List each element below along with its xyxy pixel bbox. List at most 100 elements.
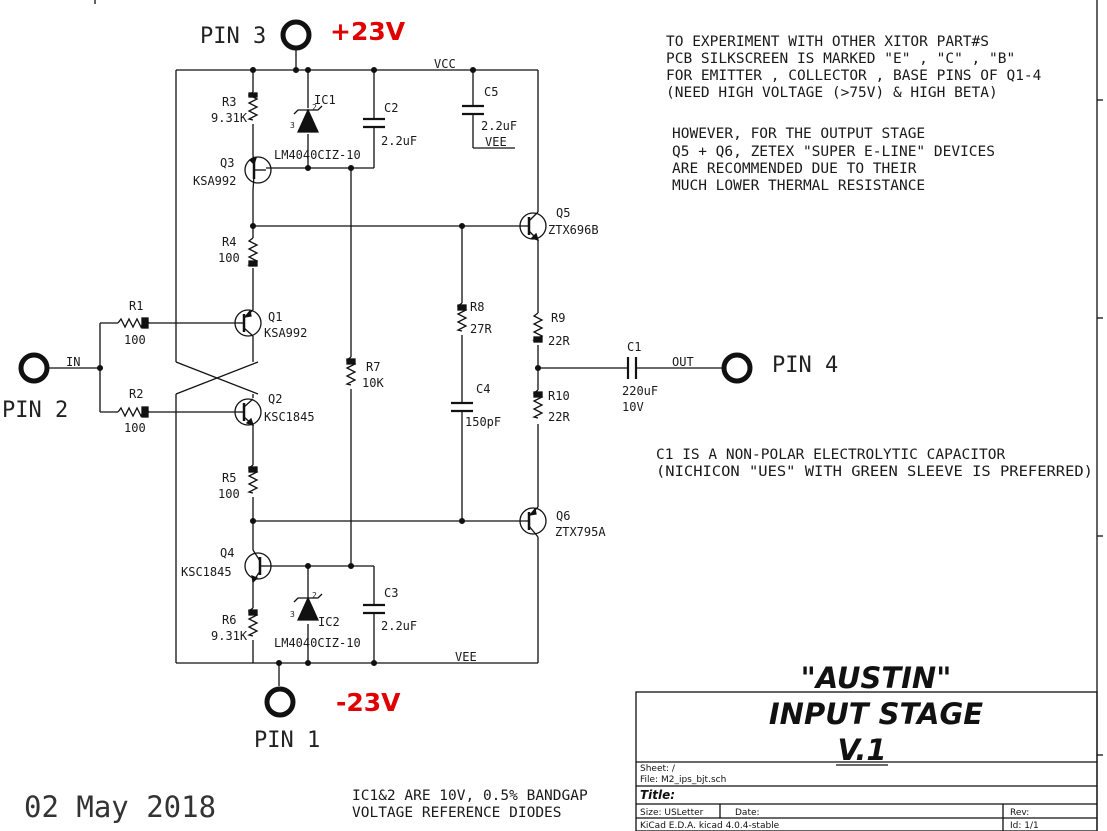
r4-ref: R4 [222,235,236,249]
junctions [96,66,542,667]
note-xitor: TO EXPERIMENT WITH OTHER XITOR PART#S PC… [666,34,1042,101]
in-net-label: IN [66,355,80,369]
r10-ref: R10 [548,389,570,403]
c1-value: 220uF [622,384,658,398]
pad-pin1 [264,686,296,718]
r8-ref: R8 [470,300,484,314]
vcc-label: VCC [434,57,456,71]
c4-ref: C4 [476,382,490,396]
r7-ref: R7 [366,360,380,374]
title-line-1: "AUSTIN" [801,661,952,695]
note-output-stage: HOWEVER, FOR THE OUTPUT STAGE Q5 + Q6, Z… [672,126,995,194]
resistor-r4 [247,237,259,267]
resistor-r2 [117,406,150,418]
transistor-q1 [234,308,262,340]
c3-value: 2.2uF [381,619,417,633]
r1-value: 100 [124,333,146,347]
q6-ref: Q6 [556,509,570,523]
ic1-ref: IC1 [314,93,336,107]
wires [48,50,722,686]
q5-value: ZTX696B [548,223,599,237]
c2-value: 2.2uF [381,134,417,148]
pin4-label: PIN 4 [772,353,838,378]
tb-size: Size: USLetter [640,808,704,818]
tb-rev-label: Rev: [1010,808,1029,818]
note-line: VOLTAGE REFERENCE DIODES [352,805,562,821]
q3-ref: Q3 [220,156,234,170]
capacitor-c1 [626,357,638,379]
r3-ref: R3 [222,95,236,109]
pad-pin3 [280,19,312,51]
resistor-r6 [247,607,259,637]
tb-date-label: Date: [735,808,760,818]
tb-id: Id: 1/1 [1010,821,1039,831]
note-c1: C1 IS A NON-POLAR ELECTROLYTIC CAPACITOR… [656,447,1093,480]
r2-ref: R2 [129,387,143,401]
vee-label-c5: VEE [485,135,507,149]
transistor-q4 [244,549,272,584]
r2-value: 100 [124,421,146,435]
note-line: (NICHICON "UES" WITH GREEN SLEEVE IS PRE… [656,464,1093,480]
note-line: HOWEVER, FOR THE OUTPUT STAGE [672,126,925,142]
r8-value: 27R [470,322,492,336]
q4-value: KSC1845 [181,565,232,579]
tb-tool: KiCad E.D.A. kicad 4.0.4-stable [640,821,780,831]
resistor-r3 [247,91,259,121]
note-line: MUCH LOWER THERMAL RESISTANCE [672,178,925,194]
q3-value: KSA992 [193,174,236,188]
r10-value: 22R [548,410,570,424]
resistor-r10 [532,389,544,419]
drawing-date: 02 May 2018 [24,790,216,824]
vee-label-bottom: VEE [455,650,477,664]
positive-rail-label: +23V [330,17,406,46]
r4-value: 100 [218,251,240,265]
pin2-label: PIN 2 [2,398,68,423]
note-line: (NEED HIGH VOLTAGE (>75V) & HIGH BETA) [666,85,998,101]
transistor-q3 [244,154,272,191]
pad-pin4 [721,352,753,384]
q4-ref: Q4 [220,546,234,560]
note-line: IC1&2 ARE 10V, 0.5% BANDGAP [352,788,588,804]
r6-ref: R6 [222,613,236,627]
svg-text:2: 2 [312,103,317,112]
out-net-label: OUT [672,355,694,369]
pad-pin2 [18,352,50,384]
svg-text:3: 3 [290,610,295,619]
q1-ref: Q1 [268,310,282,324]
svg-text:2: 2 [312,591,317,600]
zener-ic1: 3 2 [290,103,323,133]
q6-value: ZTX795A [555,525,606,539]
q1-value: KSA992 [264,326,307,340]
zener-ic2: 3 2 [290,591,323,621]
negative-rail-label: -23V [336,688,401,717]
transistor-q6 [519,506,547,538]
ic2-value: LM4040CIZ-10 [274,636,361,650]
note-line: C1 IS A NON-POLAR ELECTROLYTIC CAPACITOR [656,447,1005,463]
resistor-r8 [456,302,468,332]
transistor-q2 [234,398,262,427]
resistor-r9 [532,312,544,343]
q2-value: KSC1845 [264,410,315,424]
q5-ref: Q5 [556,206,570,220]
capacitor-c5 [462,104,484,116]
resistor-r7 [345,356,357,386]
title-line-3: V.1 [837,733,886,767]
capacitor-c2 [363,117,385,129]
r7-value: 10K [362,376,384,390]
svg-text:3: 3 [290,121,295,130]
pin1-label: PIN 1 [254,728,320,753]
r9-value: 22R [548,334,570,348]
r6-value: 9.31K [211,629,248,643]
transistor-q5 [519,211,547,242]
pin3-label: PIN 3 [200,24,266,49]
ic1-value: LM4040CIZ-10 [274,148,361,162]
c5-ref: C5 [484,85,498,99]
title-line-2: INPUT STAGE [769,697,983,731]
r3-value: 9.31K [211,111,248,125]
r9-ref: R9 [551,311,565,325]
c2-ref: C2 [384,101,398,115]
note-ic: IC1&2 ARE 10V, 0.5% BANDGAP VOLTAGE REFE… [352,788,588,821]
tb-title-label: Title: [640,788,675,802]
tb-sheet: Sheet: / [640,764,676,774]
